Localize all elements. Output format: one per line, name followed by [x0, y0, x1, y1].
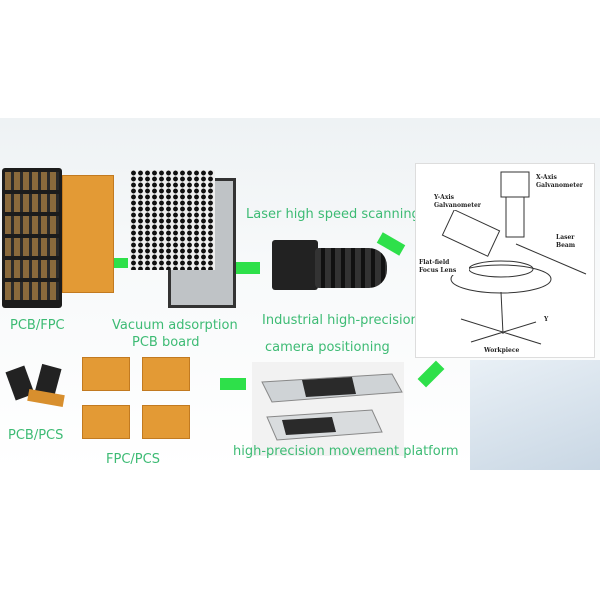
fpc-piece-image — [142, 405, 190, 439]
laser-beam-label: Laser Beam — [556, 234, 586, 250]
camera-lens-image — [315, 248, 387, 288]
y-axis-label: Y-Axis Galvanometer — [434, 194, 494, 210]
arrow-right-icon — [114, 258, 128, 268]
pcb-panel-image — [2, 168, 62, 308]
vacuum-mesh-image — [130, 170, 215, 270]
label-camera-2: camera positioning — [265, 340, 390, 355]
workpiece-label: Workpiece — [484, 347, 520, 355]
x-axis-label: X-Axis Galvanometer — [536, 174, 594, 190]
focus-lens-label: Flat-field Focus Lens — [419, 259, 469, 275]
galvanometer-diagram: X-Axis Galvanometer Y-Axis Galvanometer … — [415, 163, 595, 358]
fpc-piece-image — [142, 357, 190, 391]
label-vacuum-1: Vacuum adsorption — [112, 318, 238, 333]
movement-platform-image — [252, 362, 404, 456]
y-axis-mark: Y — [544, 316, 549, 324]
label-pcb-fpc: PCB/FPC — [10, 318, 65, 333]
label-laser-scanning: Laser high speed scanning — [246, 207, 420, 222]
camera-body-image — [272, 240, 318, 290]
label-platform: high-precision movement platform — [233, 444, 459, 459]
label-vacuum-2: PCB board — [132, 335, 200, 350]
arrow-left-icon — [220, 378, 246, 390]
label-camera-1: Industrial high-precision — [262, 313, 419, 328]
label-pcb-pcs: PCB/PCS — [8, 428, 64, 443]
platform-drawing — [261, 373, 403, 441]
fpc-piece-image — [82, 357, 130, 391]
people-photo — [470, 360, 600, 470]
label-fpc-pcs: FPC/PCS — [106, 452, 160, 467]
galvanometer-drawing — [441, 171, 587, 345]
fpc-panel-image — [62, 175, 114, 293]
arrow-right-icon — [236, 262, 260, 274]
fpc-piece-image — [82, 405, 130, 439]
